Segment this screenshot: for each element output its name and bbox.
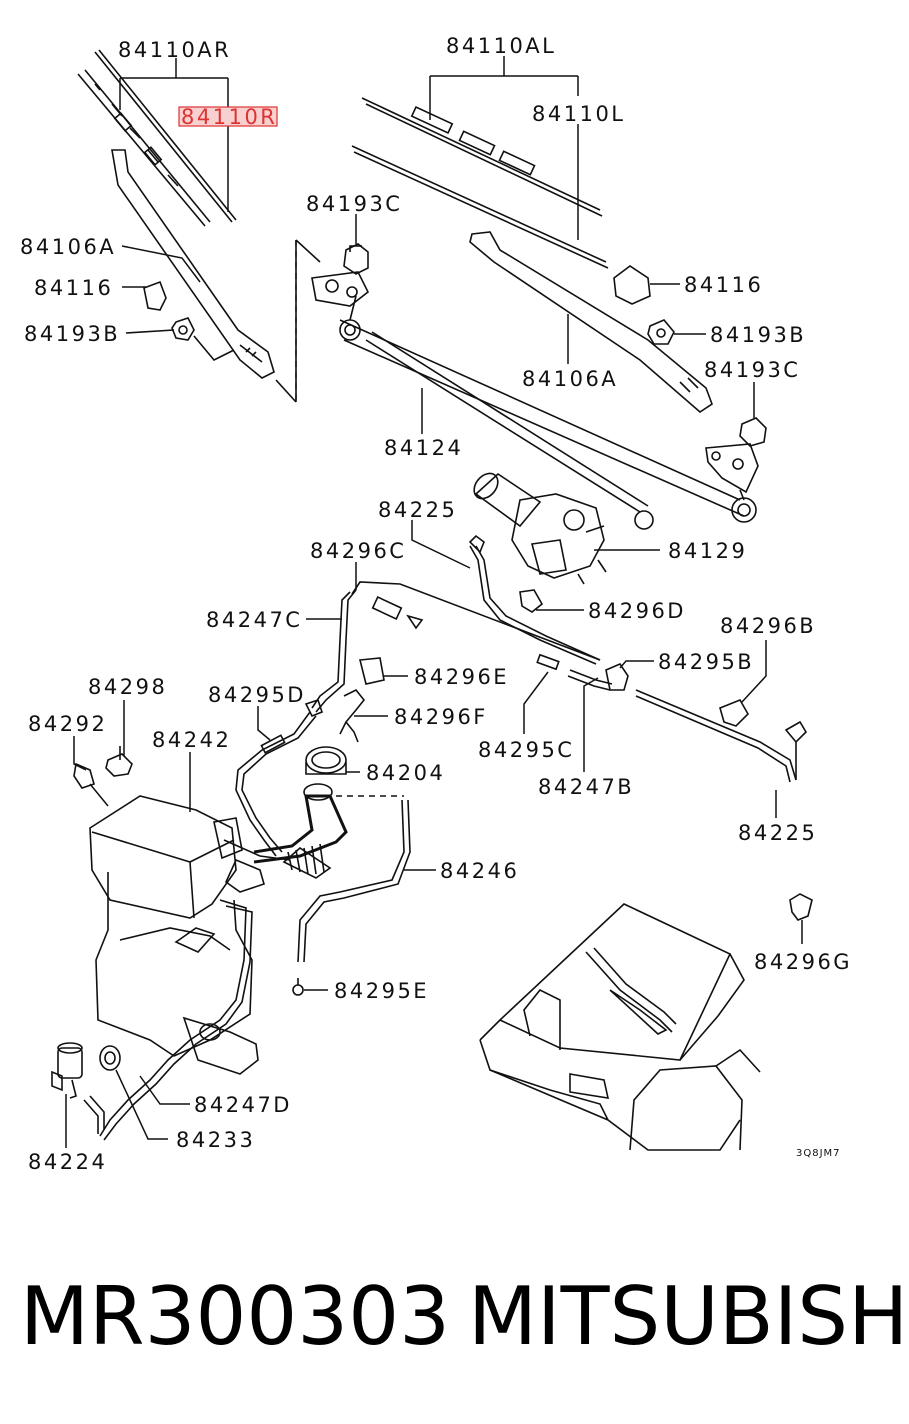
highlight-box-84110R bbox=[178, 106, 278, 127]
part-number: MR300303 bbox=[20, 1270, 450, 1363]
bolt-84298 bbox=[105, 746, 133, 777]
label-84110AR: 84110AR bbox=[118, 38, 231, 62]
clip-84296G bbox=[789, 893, 813, 921]
label-84124: 84124 bbox=[384, 436, 463, 460]
left-arm-nut bbox=[171, 317, 195, 341]
label-84225-top: 84225 bbox=[378, 498, 457, 522]
left-wiper-blade bbox=[77, 49, 237, 227]
filler-neck bbox=[253, 783, 348, 879]
label-84295E: 84295E bbox=[334, 979, 429, 1003]
label-84193B-left: 84193B bbox=[24, 322, 120, 346]
label-84224: 84224 bbox=[28, 1150, 107, 1174]
pump-grommet bbox=[99, 1045, 121, 1071]
label-84116-left: 84116 bbox=[34, 276, 113, 300]
right-wiper-blade bbox=[351, 97, 609, 269]
footer: MR300303 MITSUBISHI bbox=[0, 1262, 909, 1372]
label-84296G: 84296G bbox=[754, 950, 852, 974]
label-84298: 84298 bbox=[88, 675, 167, 699]
label-84225-bottom: 84225 bbox=[738, 821, 817, 845]
label-84296B: 84296B bbox=[720, 614, 816, 638]
label-84204: 84204 bbox=[366, 761, 445, 785]
label-84296C: 84296C bbox=[310, 539, 406, 563]
label-84247B: 84247B bbox=[538, 775, 634, 799]
left-arm-cap bbox=[143, 280, 167, 311]
label-84295D: 84295D bbox=[208, 683, 306, 707]
label-84116-right: 84116 bbox=[684, 273, 763, 297]
label-84110R: 84110R bbox=[181, 105, 277, 129]
label-84247D: 84247D bbox=[194, 1093, 292, 1117]
label-84247C: 84247C bbox=[206, 608, 302, 632]
right-wiper-arm bbox=[469, 231, 713, 414]
label-84295C: 84295C bbox=[478, 738, 574, 762]
label-84292: 84292 bbox=[28, 712, 107, 736]
label-84193C-top: 84193C bbox=[306, 192, 402, 216]
clip-84292 bbox=[73, 762, 95, 789]
left-bracket-line bbox=[275, 239, 321, 403]
right-arm-nut bbox=[647, 319, 675, 345]
label-84242: 84242 bbox=[152, 728, 231, 752]
label-84106A-right: 84106A bbox=[522, 367, 618, 391]
arm-dash-link bbox=[193, 335, 235, 361]
wiper-linkage bbox=[311, 271, 759, 530]
brand-name: MITSUBISHI bbox=[468, 1270, 909, 1363]
washer-pump bbox=[51, 1042, 83, 1099]
label-84296D: 84296D bbox=[588, 599, 686, 623]
label-84246: 84246 bbox=[440, 859, 519, 883]
car-outline bbox=[479, 903, 761, 1151]
wiper-motor bbox=[473, 472, 607, 585]
hoses bbox=[83, 534, 808, 1141]
left-wiper-arm bbox=[111, 149, 275, 379]
pivot-nut-top bbox=[343, 243, 369, 275]
right-arm-cap bbox=[613, 265, 651, 305]
label-84110L: 84110L bbox=[532, 102, 626, 126]
label-84296E: 84296E bbox=[414, 665, 509, 689]
label-84296F: 84296F bbox=[394, 705, 488, 729]
label-84233: 84233 bbox=[176, 1128, 255, 1152]
washer-cap bbox=[305, 746, 347, 775]
hose-end-84295E bbox=[292, 978, 304, 996]
diagram-code: 3Q8JM7 bbox=[796, 1148, 841, 1159]
label-84110AL: 84110AL bbox=[446, 34, 556, 58]
label-84129: 84129 bbox=[668, 539, 747, 563]
label-84193B-right: 84193B bbox=[710, 323, 806, 347]
washer-tank bbox=[89, 795, 291, 1075]
label-84193C-right: 84193C bbox=[704, 358, 800, 382]
label-84295B: 84295B bbox=[658, 650, 754, 674]
small-connectors bbox=[260, 589, 749, 754]
label-84106A-left: 84106A bbox=[20, 235, 116, 259]
pivot-nut-right bbox=[739, 417, 767, 447]
leader-lines bbox=[65, 56, 803, 1148]
